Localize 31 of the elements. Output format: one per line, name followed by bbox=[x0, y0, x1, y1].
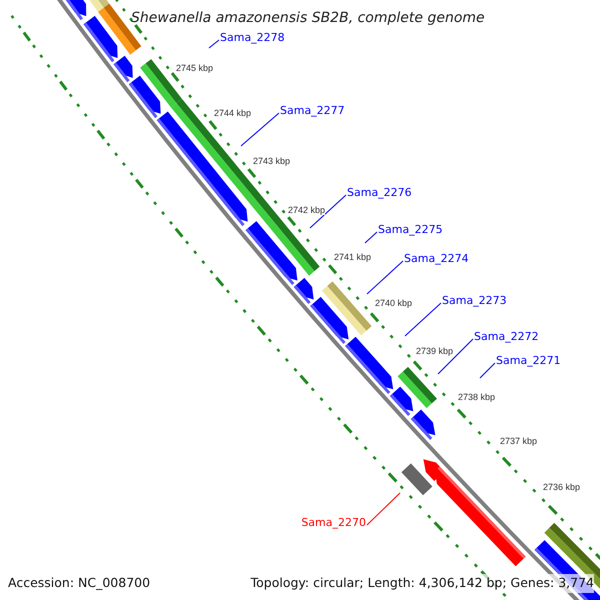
gene-label: Sama_2278 bbox=[220, 31, 285, 44]
position-label: 2737 kbp bbox=[500, 436, 538, 446]
leader-line bbox=[366, 260, 404, 294]
accession-text: Accession: NC_008700 bbox=[8, 574, 150, 592]
leader-line bbox=[366, 492, 400, 526]
leader-line bbox=[404, 302, 442, 336]
position-label: 2742 kbp bbox=[288, 205, 326, 215]
gene-label: Sama_2273 bbox=[442, 294, 507, 307]
gene-label: Sama_2270 bbox=[301, 516, 366, 529]
position-label: 2738 kbp bbox=[458, 392, 496, 402]
map-title: Shewanella amazonensis SB2B, complete genome bbox=[131, 9, 485, 28]
leader-line bbox=[310, 194, 346, 228]
gene-label: Sama_2271 bbox=[496, 354, 561, 367]
gene-label: Sama_2275 bbox=[378, 223, 443, 236]
leader-line bbox=[208, 40, 220, 48]
gene-label: Sama_2272 bbox=[474, 330, 539, 343]
position-label: 2736 kbp bbox=[543, 482, 580, 492]
gene-label: Sama_2276 bbox=[347, 186, 412, 199]
leader-line bbox=[240, 112, 280, 146]
genome-summary-text: Topology: circular; Length: 4,306,142 bp; Genes: 3,774 bbox=[250, 574, 594, 593]
leader-line bbox=[364, 232, 378, 244]
position-label: 2743 kbp bbox=[253, 156, 290, 166]
position-label: 2744 kbp bbox=[214, 108, 252, 118]
gene-label: Sama_2277 bbox=[280, 104, 345, 117]
position-label: 2739 kbp bbox=[416, 346, 454, 356]
gene-label: Sama_2274 bbox=[404, 252, 469, 265]
leader-line bbox=[480, 362, 496, 378]
leader-line bbox=[438, 338, 474, 374]
position-label: 2740 kbp bbox=[375, 298, 412, 308]
position-label: 2741 kbp bbox=[334, 252, 372, 262]
position-label: 2745 kbp bbox=[176, 63, 214, 73]
